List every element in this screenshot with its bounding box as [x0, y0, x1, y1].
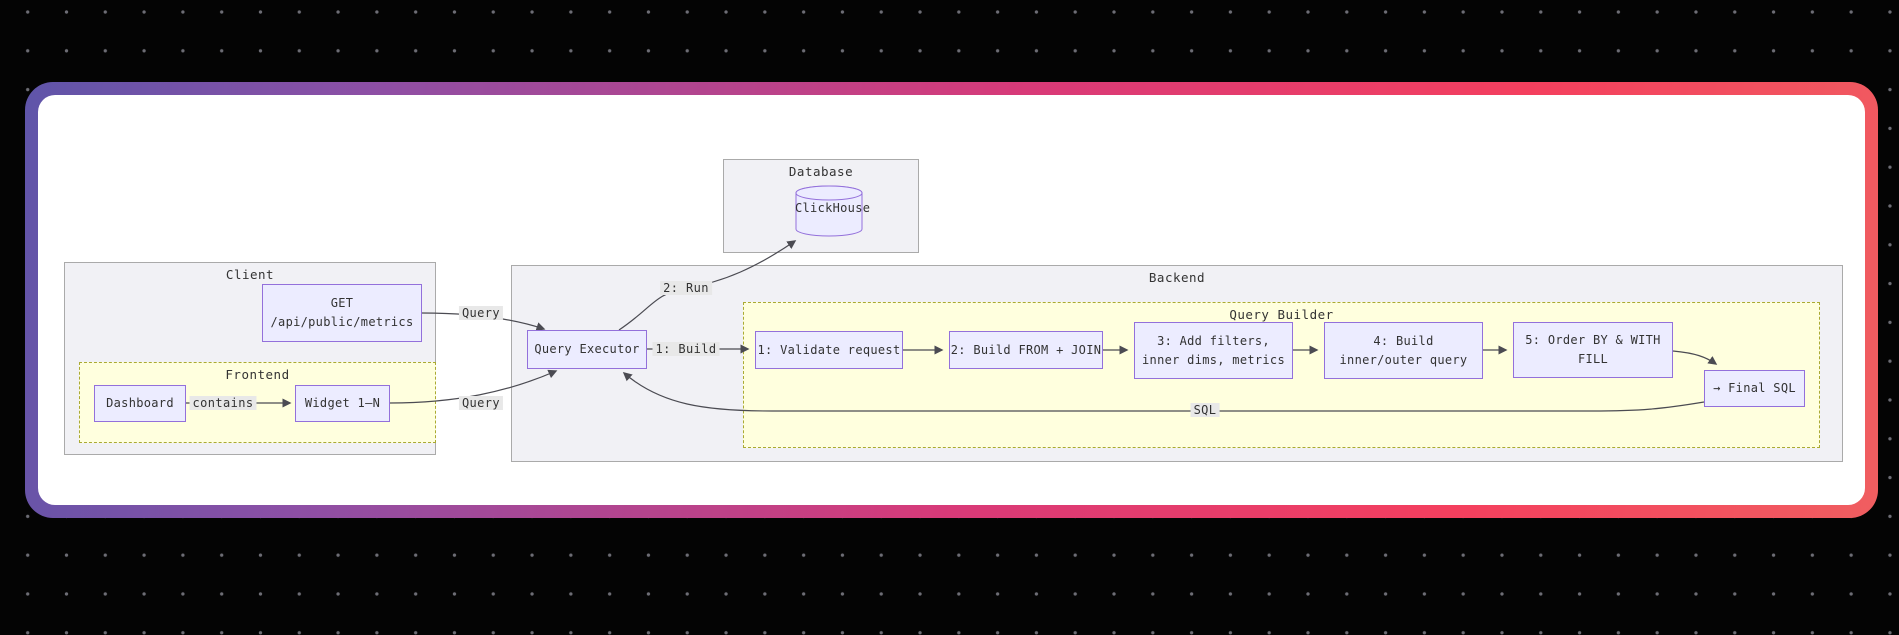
node-label-widget: Widget 1–N: [304, 396, 381, 410]
node-label-add-filters: 3: Add filters, inner dims, metrics: [1142, 333, 1285, 367]
cluster-label-query-builder: Query Builder: [1229, 307, 1334, 322]
node-validate-request: 1: Validate request: [755, 331, 903, 369]
edge-label-build: 1: Build: [652, 342, 720, 356]
node-label-order-by-fill: 5: Order BY & WITH FILL: [1525, 333, 1661, 366]
cluster-label-database: Database: [788, 164, 854, 179]
node-label-final-sql: → Final SQL: [1713, 381, 1796, 395]
node-widget: Widget 1–N: [295, 385, 390, 422]
node-label-get-endpoint: GET /api/public/metrics: [270, 296, 414, 329]
node-order-by-fill: 5: Order BY & WITH FILL: [1513, 322, 1673, 378]
edge-label-query-1: Query: [458, 306, 504, 320]
node-get-endpoint: GET /api/public/metrics: [262, 284, 422, 342]
cluster-label-backend: Backend: [1148, 270, 1206, 285]
node-label-validate-request: 1: Validate request: [757, 342, 901, 357]
node-label-build-inner-outer: 4: Build inner/outer query: [1339, 333, 1468, 367]
node-label-clickhouse: ClickHouse: [795, 201, 871, 215]
cluster-label-client: Client: [225, 267, 275, 282]
node-label-build-from-join: 2: Build FROM + JOIN: [950, 342, 1102, 357]
node-build-from-join: 2: Build FROM + JOIN: [949, 331, 1103, 369]
node-query-executor: Query Executor: [527, 330, 647, 369]
node-final-sql: → Final SQL: [1704, 370, 1805, 407]
database-cylinder-icon: [795, 185, 863, 237]
node-label-query-executor: Query Executor: [534, 342, 640, 356]
edge-label-query-2: Query: [458, 396, 504, 410]
node-clickhouse: ClickHouse: [795, 185, 871, 237]
edge-label-run: 2: Run: [660, 281, 712, 295]
cluster-label-frontend: Frontend: [225, 367, 290, 382]
node-label-dashboard: Dashboard: [106, 396, 174, 410]
node-dashboard: Dashboard: [94, 385, 186, 422]
node-add-filters: 3: Add filters, inner dims, metrics: [1134, 322, 1293, 379]
edge-label-contains: contains: [189, 396, 257, 410]
node-build-inner-outer: 4: Build inner/outer query: [1324, 322, 1483, 379]
edge-label-sql: SQL: [1190, 403, 1220, 417]
